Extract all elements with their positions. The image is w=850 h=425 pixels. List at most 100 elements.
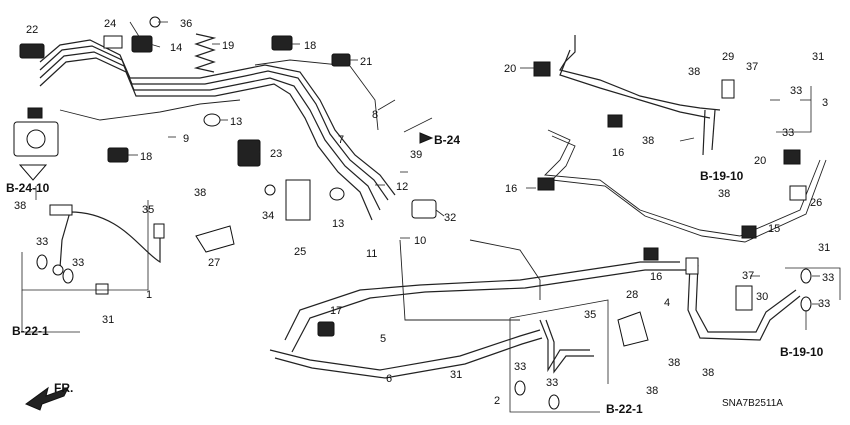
callout-13a: 13: [230, 116, 242, 128]
rear-hose-4: [685, 257, 812, 341]
callout-5: 5: [380, 333, 386, 345]
callout-3: 3: [822, 97, 828, 109]
callout-38d: 38: [194, 187, 206, 199]
callout-33c: 33: [790, 85, 802, 97]
b24-arrow-icon: [403, 117, 434, 144]
callout-8: 8: [372, 109, 378, 121]
connector-22: [19, 43, 45, 59]
callout-38b: 38: [642, 135, 654, 147]
front-pipe-bundle: [39, 39, 396, 221]
callout-33f: 33: [818, 298, 830, 310]
callout-33h: 33: [546, 377, 558, 389]
clip-18-top: [271, 35, 293, 51]
callout-24: 24: [104, 18, 116, 30]
callout-39: 39: [410, 149, 422, 161]
callout-37a: 37: [746, 61, 758, 73]
callout-2: 2: [494, 395, 500, 407]
clip-20-a: [533, 61, 551, 77]
callout-31b: 31: [818, 242, 830, 254]
callout-14: 14: [170, 42, 182, 54]
callout-34: 34: [262, 210, 274, 222]
front-label: FR.: [54, 381, 73, 395]
callout-32: 32: [444, 212, 456, 224]
grommet-13-mid: [329, 187, 345, 201]
group-box-3: [776, 86, 812, 133]
leader-lines: [128, 21, 820, 330]
callout-27: 27: [208, 257, 220, 269]
callout-16a: 16: [612, 147, 624, 159]
callout-31a: 31: [812, 51, 824, 63]
callout-25: 25: [294, 246, 306, 258]
callout-22: 22: [26, 24, 38, 36]
bracket-28: [617, 311, 649, 347]
group-box-2-top: [509, 299, 609, 384]
callout-28: 28: [626, 289, 638, 301]
group-box-3b: [785, 267, 841, 300]
callout-35b: 35: [584, 309, 596, 321]
ref-b221a: B-22-1: [12, 324, 49, 338]
callout-35a: 35: [142, 204, 154, 216]
clip-16-b: [537, 177, 555, 191]
diagram-code: SNA7B2511A: [722, 398, 783, 409]
callout-38g: 38: [646, 385, 658, 397]
callout-17: 17: [330, 305, 342, 317]
callout-38a: 38: [688, 66, 700, 78]
callouts: 1 2 3 4 5 6 7 8 9 10 11 12 13 13 14 35 1…: [14, 18, 834, 407]
clip-17: [317, 321, 335, 337]
clip-21: [331, 53, 351, 67]
callout-33b: 33: [72, 257, 84, 269]
clip-26: [789, 185, 807, 201]
clip-16-c: [643, 247, 659, 261]
callout-9: 9: [183, 133, 189, 145]
callout-16b: 16: [505, 183, 517, 195]
bracket-29: [721, 79, 735, 99]
clip-24-14: [103, 16, 161, 53]
callout-6: 6: [386, 373, 392, 385]
abs-modulator: [13, 107, 59, 181]
callout-31c: 31: [102, 314, 114, 326]
callout-13b: 13: [332, 218, 344, 230]
callout-26: 26: [810, 197, 822, 209]
callout-38h: 38: [702, 367, 714, 379]
callout-33d: 33: [782, 127, 794, 139]
group-box-1: [21, 200, 149, 291]
bolt-34: [264, 184, 276, 196]
callout-38c: 38: [718, 188, 730, 200]
grommet-13-top: [203, 113, 221, 127]
group-box-2: [509, 318, 600, 413]
callout-10: 10: [414, 235, 426, 247]
callout-29: 29: [722, 51, 734, 63]
clip-23: [237, 139, 261, 167]
ref-b1910b: B-19-10: [780, 345, 824, 359]
rear-pipe-3: [544, 35, 827, 243]
callout-30: 30: [756, 291, 768, 303]
callout-31d: 31: [450, 369, 462, 381]
callout-16c: 16: [650, 271, 662, 283]
callout-11: 11: [366, 248, 377, 260]
callout-21: 21: [360, 56, 372, 68]
bracket-25: [285, 179, 311, 221]
hose-protector-19: [193, 33, 217, 73]
callout-1: 1: [146, 289, 152, 301]
ref-b24: B-24: [434, 133, 460, 147]
front-arrow-icon: [24, 386, 70, 411]
ref-b1910a: B-19-10: [700, 169, 744, 183]
ref-b221b: B-22-1: [606, 402, 643, 416]
clip-16-a: [607, 114, 623, 128]
callout-4: 4: [664, 297, 670, 309]
callout-12: 12: [396, 181, 408, 193]
leader-b221a: [21, 290, 80, 333]
callout-37b: 37: [742, 270, 754, 282]
rear-hose-2: [514, 319, 594, 410]
callout-19: 19: [222, 40, 234, 52]
clip-20-b: [783, 149, 801, 165]
callout-20a: 20: [504, 63, 516, 75]
callout-33a: 33: [36, 236, 48, 248]
rear-pipes-5-6: [269, 239, 690, 379]
callout-38f: 38: [668, 357, 680, 369]
callout-33e: 33: [822, 272, 834, 284]
callout-7: 7: [338, 134, 344, 146]
bracket-27: [195, 225, 235, 253]
callout-18b: 18: [304, 40, 316, 52]
